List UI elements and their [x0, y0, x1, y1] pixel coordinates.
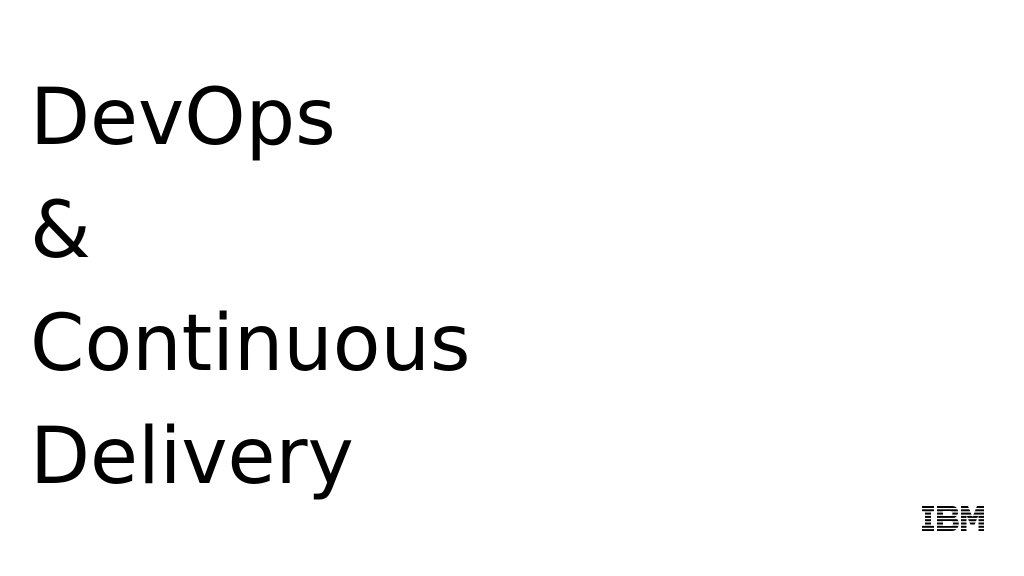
title-line-delivery: Delivery	[30, 412, 354, 502]
title-line-devops: DevOps	[30, 73, 336, 163]
title-line-ampersand: &	[30, 186, 91, 276]
slide-title: DevOps & Continuous Delivery	[30, 62, 471, 514]
title-line-continuous: Continuous	[30, 299, 471, 389]
ibm-logo-icon	[922, 506, 984, 531]
